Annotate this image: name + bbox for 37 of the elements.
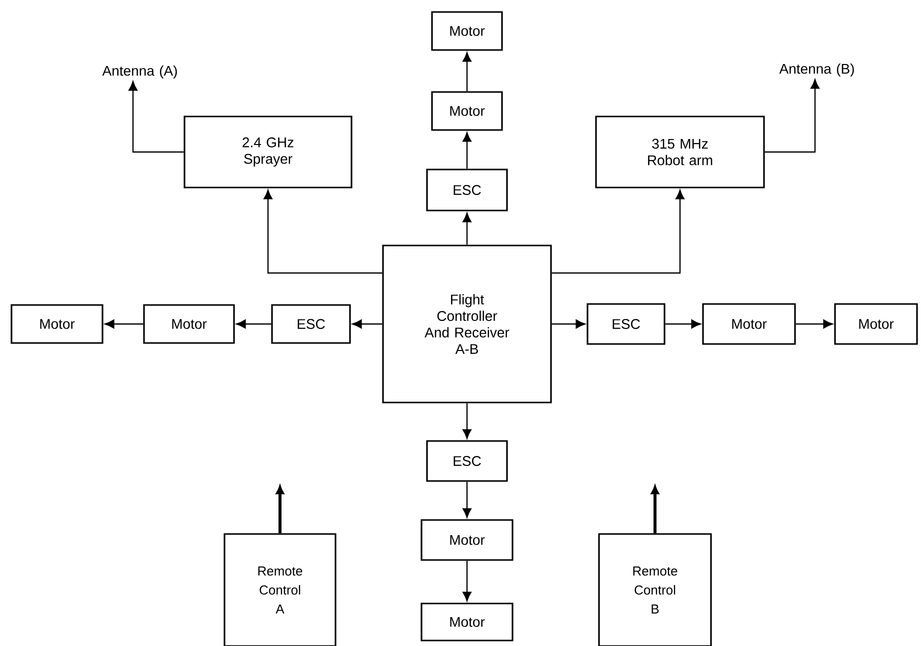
antenna-label: Antenna (A) <box>102 65 177 79</box>
motor-box: Motor <box>10 304 104 344</box>
esc-box: ESC <box>426 440 508 482</box>
motor-box: Motor <box>420 519 514 561</box>
module-box: 2.4 GHz Sprayer <box>184 116 352 188</box>
remote-control-box: Remote Control A <box>224 533 336 646</box>
arrow <box>352 320 382 328</box>
arrow <box>462 52 472 92</box>
controller-box: Flight Controller And Receiver A-B <box>382 244 552 404</box>
arrow <box>104 320 144 328</box>
arrow <box>128 81 184 153</box>
esc-box: ESC <box>271 304 351 344</box>
motor-box: Motor <box>431 11 503 51</box>
arrow <box>236 320 272 328</box>
arrow <box>462 132 472 169</box>
esc-box: ESC <box>586 303 666 345</box>
remote-control-box: Remote Control B <box>598 533 712 646</box>
arrow <box>276 486 284 534</box>
arrow <box>764 79 820 153</box>
arrow <box>462 212 472 245</box>
arrow <box>264 190 382 274</box>
arrow <box>552 320 586 328</box>
arrow <box>651 486 659 534</box>
motor-box: Motor <box>143 304 235 344</box>
motor-box: Motor <box>702 303 796 345</box>
module-box: 315 MHz Robot arm <box>595 116 765 188</box>
motor-box: Motor <box>834 303 918 345</box>
arrow <box>462 482 472 518</box>
motor-box: Motor <box>420 602 514 642</box>
antenna-label: Antenna (B) <box>779 63 854 77</box>
arrow <box>552 190 684 274</box>
motor-box: Motor <box>431 91 503 131</box>
arrow <box>796 320 833 328</box>
arrow <box>462 403 472 439</box>
esc-box: ESC <box>426 168 508 212</box>
arrow <box>462 560 472 602</box>
arrow <box>665 320 701 328</box>
